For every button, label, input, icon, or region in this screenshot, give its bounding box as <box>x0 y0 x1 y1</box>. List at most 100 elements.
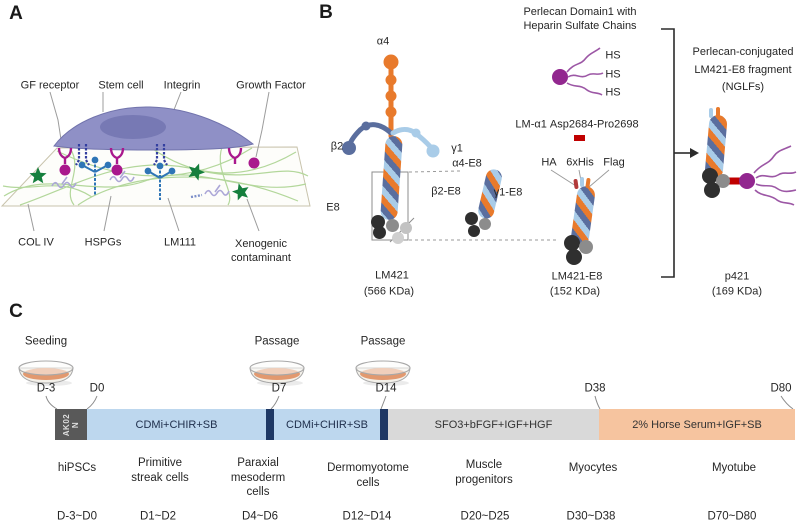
media-divider-d14 <box>380 409 388 440</box>
media-segment-sfo3: SFO3+bFGF+IGF+HGF <box>388 409 599 440</box>
media-label-horse-serum: 2% Horse Serum+IGF+SB <box>632 418 762 431</box>
linker-label: LM-α1 Asp2684-Pro2698 <box>515 118 639 131</box>
p421-perlecan-bead <box>739 173 755 189</box>
stage-days-myotube: D70~D80 <box>707 510 757 523</box>
media-segment-ak02n: AK02 N <box>55 409 87 440</box>
p421-linker-bar <box>726 177 742 185</box>
panel-b-label: B <box>319 2 333 23</box>
e8-domain-dot <box>564 235 580 251</box>
label-col-iv: COL IV <box>18 236 54 249</box>
nglf-title-line1: Perlecan-conjugated <box>692 46 794 58</box>
perlecan-domain1-icon <box>552 47 604 96</box>
stage-name-myotube: Myotube <box>711 462 757 474</box>
media-divider-d7 <box>266 409 274 440</box>
ak02n-label: AK02 N <box>62 413 80 435</box>
p421-top-nub-orange <box>716 107 720 117</box>
culture-dish-icon <box>18 360 411 386</box>
gamma1-e8-label: γ1-E8 <box>493 186 523 199</box>
alpha4-chain <box>383 54 399 139</box>
conjugation-bracket <box>661 28 699 278</box>
lm421-e8-name: LM421-E8 <box>551 270 603 283</box>
hs-chain-squiggles <box>566 47 604 96</box>
e8-domain-dot <box>392 232 404 244</box>
p421-mass: (169 KDa) <box>711 285 763 298</box>
ak02n-line2: N <box>70 421 80 428</box>
hs-label-3: HS <box>605 86 621 99</box>
label-growth-factor: Growth Factor <box>236 79 306 92</box>
stage-days-paraxial-mesoderm: D4~D6 <box>241 510 279 523</box>
e8-domain-dot <box>702 168 718 184</box>
stem-cell-diagram <box>0 91 311 232</box>
e8-domain-dot <box>704 182 720 198</box>
seeding-label: Seeding <box>24 335 68 348</box>
lm421-name: LM421 <box>375 269 409 282</box>
his-tag-nub <box>580 177 584 187</box>
hspg-icon <box>51 170 230 199</box>
timepoint-d80: D80 <box>770 382 792 395</box>
p421-conjugate-parts <box>726 145 797 206</box>
e8-domain-dot <box>716 174 730 188</box>
timepoint-tick-leaders <box>45 395 794 410</box>
p421-name: p421 <box>724 270 750 283</box>
e8-box-label: E8 <box>326 201 340 214</box>
stage-name-dermomyotome: Dermomyotome cells <box>327 462 409 489</box>
stage-name-primitive-streak: Primitive streak cells <box>131 457 189 484</box>
laminin-diagram <box>342 28 797 278</box>
panel-c-label: C <box>9 301 23 322</box>
e8-projection-dashes <box>408 170 556 241</box>
stage-days-muscle-progenitors: D20~D25 <box>460 510 510 523</box>
hs-label-1: HS <box>605 49 621 62</box>
lm421-e8-mass: (152 KDa) <box>549 285 601 298</box>
stage-days-hipscs: D-3~D0 <box>57 510 97 523</box>
alpha4-e8-label: α4-E8 <box>452 157 482 170</box>
e8-domain-dot <box>468 225 480 237</box>
beta2-chain-label: β2 <box>330 140 344 153</box>
timepoint-d14: D14 <box>375 382 397 395</box>
media-segment-horse-serum: 2% Horse Serum+IGF+SB <box>599 409 795 440</box>
label-lm111: LM111 <box>163 236 197 249</box>
label-gf-receptor: GF receptor <box>20 79 80 92</box>
stage-name-paraxial-mesoderm: Paraxial mesoderm cells <box>230 457 286 498</box>
timeline-artwork <box>18 360 794 410</box>
gamma1-chain <box>390 126 440 158</box>
perlecan-title: Perlecan Domain1 with Heparin Sulfate Ch… <box>523 6 637 32</box>
panel-a-label: A <box>9 3 23 24</box>
linker-peptide-icon <box>574 135 585 141</box>
nglf-title: Perlecan-conjugated LM421-E8 fragment (N… <box>683 44 800 97</box>
timepoint-d0: D0 <box>89 382 105 395</box>
e8-domain-dot <box>479 218 491 230</box>
stage-name-myocytes: Myocytes <box>568 462 618 474</box>
flag-tag-label: Flag <box>603 156 625 169</box>
timepoint-d7: D7 <box>271 382 287 395</box>
lm111-icon <box>78 156 176 200</box>
timepoint-d38: D38 <box>584 382 606 395</box>
alpha4-chain-label: α4 <box>376 35 390 48</box>
stage-name-hipscs: hiPSCs <box>57 462 97 474</box>
growth-factor-icon <box>59 157 260 176</box>
e8-domain-dot <box>371 215 385 229</box>
his-tag-label: 6xHis <box>566 156 594 169</box>
gf-receptor-icon <box>57 147 260 176</box>
p421-hs-squiggles <box>753 145 797 206</box>
media-label-cdmi-2: CDMi+CHIR+SB <box>286 418 368 431</box>
label-hspgs: HSPGs <box>84 236 122 249</box>
ak02n-line1: AK02 <box>61 413 71 436</box>
stage-days-myocytes: D30~D38 <box>566 510 616 523</box>
e8-domain-dot <box>400 222 412 234</box>
stage-days-primitive-streak: D1~D2 <box>139 510 177 523</box>
e8-domain-dot <box>386 219 399 232</box>
media-label-sfo3: SFO3+bFGF+IGF+HGF <box>434 418 553 431</box>
e8-domain-dot <box>566 249 582 265</box>
arrow-icon <box>690 148 699 158</box>
passage-label-1: Passage <box>254 335 300 348</box>
e8-domain-dot <box>373 226 386 239</box>
passage-label-2: Passage <box>360 335 406 348</box>
nglf-title-line3: (NGLFs) <box>721 81 765 93</box>
stage-days-dermomyotome: D12~D14 <box>342 510 392 523</box>
label-integrin: Integrin <box>163 79 201 92</box>
stage-name-muscle-progenitors: Muscle progenitors <box>455 459 513 486</box>
gamma1-chain-label: γ1 <box>451 142 463 155</box>
label-xenogenic-contaminant: Xenogenic contaminant <box>231 238 291 264</box>
